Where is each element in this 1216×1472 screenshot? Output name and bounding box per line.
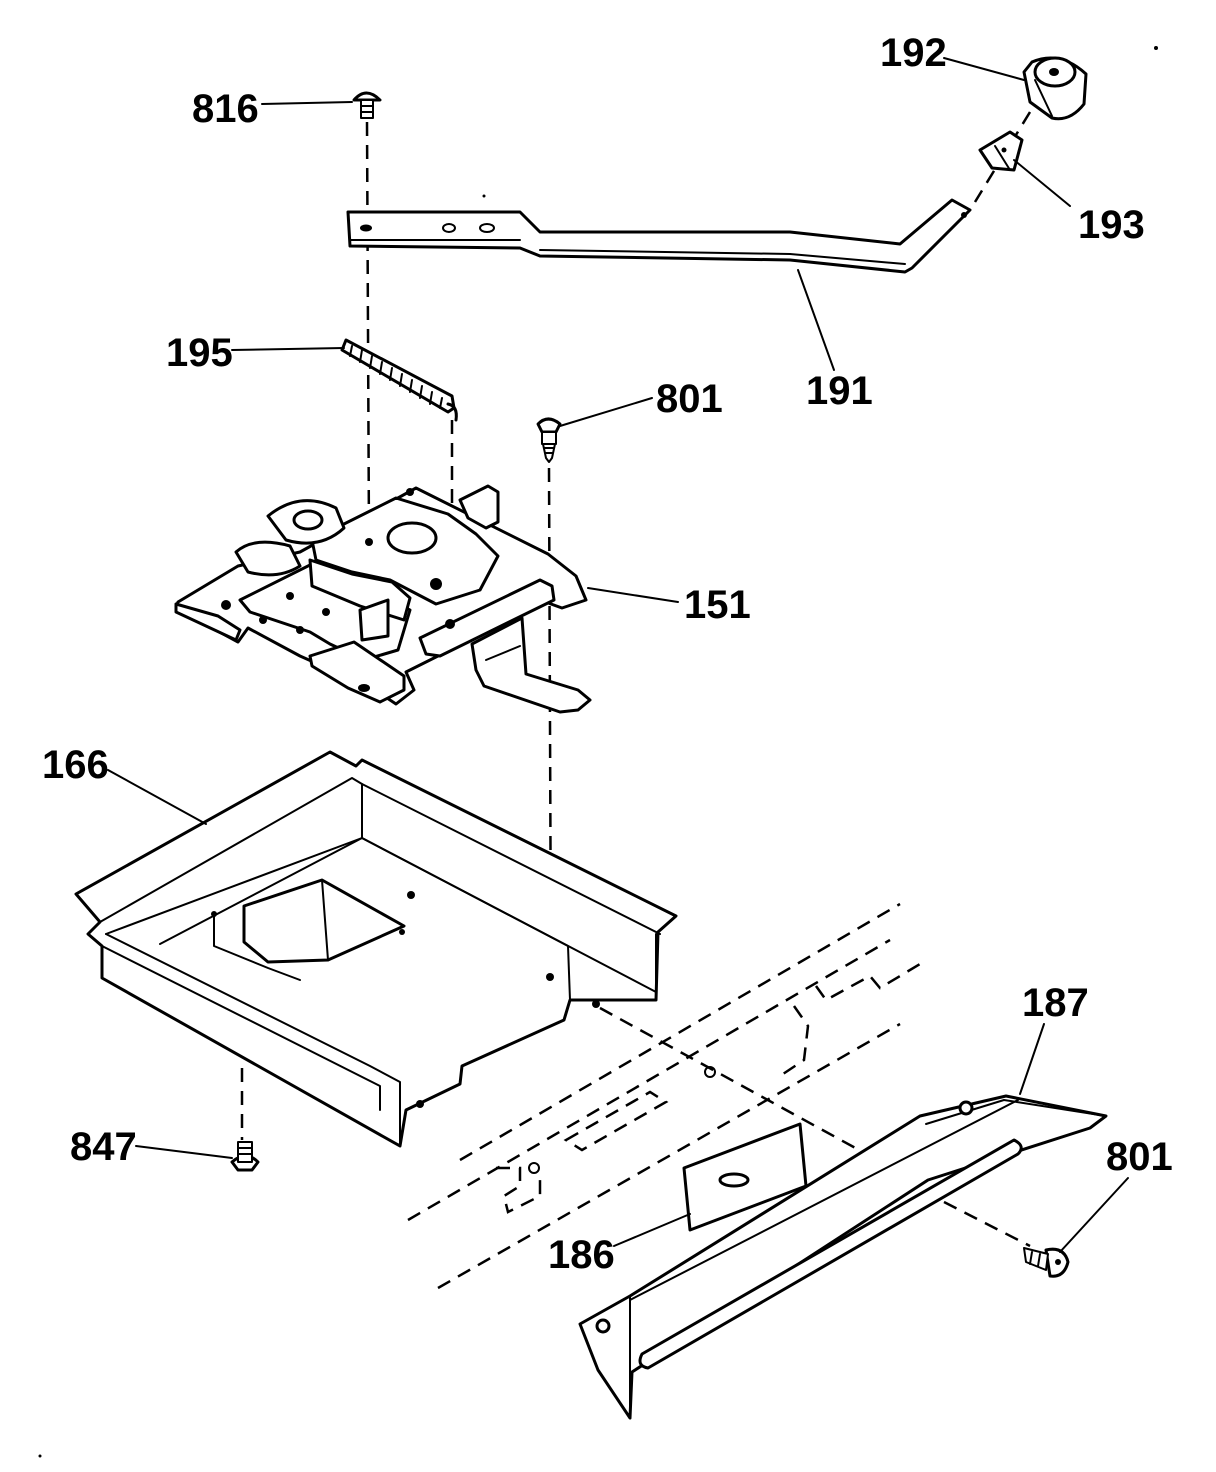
callout-187: 187 — [1022, 981, 1089, 1025]
callout-191: 191 — [806, 369, 873, 413]
screw-801-bottom — [1023, 1247, 1070, 1278]
screw-847 — [230, 1141, 260, 1172]
rail-187 — [578, 1094, 1108, 1420]
rod-191 — [346, 198, 972, 274]
latch-assembly-151 — [174, 484, 592, 714]
assembly-line-801-bottom — [943, 1200, 1031, 1248]
hidden-cabinet-outline — [407, 902, 921, 1290]
screw-801-top — [536, 417, 562, 463]
speck — [1154, 46, 1158, 50]
callout-801-top: 801 — [656, 377, 723, 421]
clip-193 — [978, 130, 1024, 172]
callout-801-bottom: 801 — [1106, 1135, 1173, 1179]
assembly-line-166 — [599, 1006, 871, 1158]
spring-195 — [340, 338, 458, 422]
screw-816 — [352, 91, 382, 119]
leader-lines — [107, 57, 1129, 1253]
callout-847: 847 — [70, 1125, 137, 1169]
speck — [482, 194, 486, 198]
knob-192 — [1022, 56, 1088, 121]
callout-816: 816 — [192, 87, 259, 131]
callout-195: 195 — [166, 331, 233, 375]
tray-166 — [74, 750, 678, 1148]
speck — [38, 1454, 42, 1458]
callout-166: 166 — [42, 743, 109, 787]
assembly-line-816 — [365, 121, 371, 541]
callout-193: 193 — [1078, 203, 1145, 247]
callout-151: 151 — [684, 583, 751, 627]
callout-186: 186 — [548, 1233, 615, 1277]
callout-192: 192 — [880, 31, 947, 75]
